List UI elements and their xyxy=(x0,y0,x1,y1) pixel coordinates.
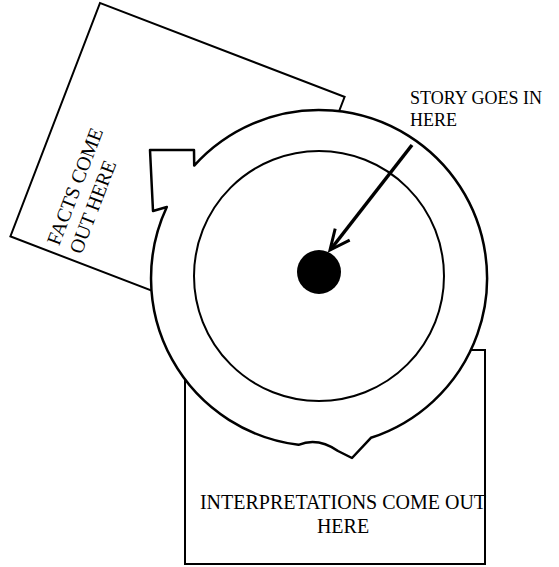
callout-label: STORY GOES IN HERE xyxy=(410,88,550,131)
story-arrowhead xyxy=(330,229,350,250)
slip-text: INTERPRETATIONS COME OUT HERE xyxy=(185,490,501,538)
slip-text: FACTS COME OUT HERE xyxy=(41,100,140,257)
slip-text-holder: FACTS COME OUT HERE xyxy=(41,100,140,257)
inner-drum xyxy=(194,151,444,401)
outer-drum xyxy=(150,110,487,458)
slip-text-holder: INTERPRETATIONS COME OUT HERE xyxy=(185,490,501,538)
callout-holder: STORY GOES IN HERE xyxy=(410,88,550,131)
story-arrow xyxy=(331,145,412,249)
story-hole xyxy=(297,250,341,294)
output-slip: FACTS COME OUT HERE xyxy=(10,3,344,330)
output-slip: INTERPRETATIONS COME OUT HERE xyxy=(185,350,501,564)
